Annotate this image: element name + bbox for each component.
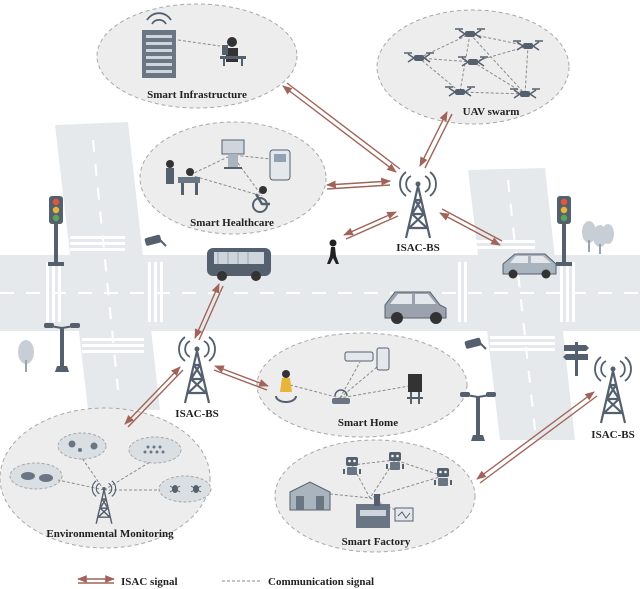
surveillance-camera-icon — [463, 336, 487, 351]
rain-zone — [128, 436, 182, 464]
cloud-icon — [21, 472, 53, 482]
isac-arrow — [124, 366, 184, 428]
isac-arrow — [419, 111, 453, 169]
smart-infrastructure-label: Smart Infrastructure — [147, 89, 247, 101]
building-icon — [142, 12, 176, 78]
virus-zone — [57, 432, 107, 460]
uav-swarm-group: UAV swarm — [403, 28, 544, 118]
isac-bs-left-icon — [177, 335, 217, 405]
smart-home-label: Smart Home — [338, 417, 398, 429]
car-icon — [502, 253, 557, 279]
router-icon — [332, 389, 350, 404]
isac-bs-right-icon — [593, 355, 633, 425]
warehouse-icon — [289, 481, 331, 511]
smart-healthcare-label: Smart Healthcare — [190, 217, 274, 229]
pedestrian-icon — [327, 239, 339, 264]
isac-arrow — [476, 391, 598, 484]
environmental-monitoring-label: Environmental Monitoring — [46, 528, 174, 540]
monitor-icon — [394, 507, 414, 522]
smart-factory-label: Smart Factory — [342, 536, 411, 548]
legend-isac-swatch — [77, 575, 115, 584]
legend: ISAC signal Communication signal — [77, 575, 374, 588]
isac-arrow — [326, 177, 391, 190]
isac-arrow — [343, 211, 399, 240]
smart-infrastructure-group: Smart Infrastructure — [142, 12, 247, 101]
person-icon — [275, 370, 297, 403]
bus-icon — [207, 248, 271, 281]
factory-machine-icon — [356, 494, 390, 528]
isac-bs-center-label: ISAC-BS — [396, 242, 439, 254]
medical-monitor-icon — [269, 149, 291, 181]
isac-signal-arrows — [124, 82, 598, 484]
environmental-monitoring-group: Environmental Monitoring — [9, 432, 212, 540]
uav-swarm-label: UAV swarm — [463, 106, 520, 118]
street-lamp-icon — [459, 391, 497, 442]
isac-bs-left-label: ISAC-BS — [175, 408, 218, 420]
air-conditioner-icon — [344, 351, 374, 362]
isac-arrow — [213, 365, 269, 391]
suv-icon — [384, 291, 447, 324]
legend-isac-label: ISAC signal — [121, 576, 178, 588]
cloud-zone — [9, 462, 63, 490]
tree-icon — [18, 340, 34, 372]
isac-bs-right-label: ISAC-BS — [591, 429, 634, 441]
smart-factory-group: Smart Factory — [289, 451, 452, 548]
tv-icon — [407, 374, 423, 404]
isac-arrow — [439, 208, 503, 246]
isac-bs-center-icon — [398, 170, 438, 240]
smart-panel-icon — [376, 347, 390, 371]
isac-arrow — [282, 82, 401, 173]
direction-sign-icon — [563, 342, 589, 376]
smart-home-group: Smart Home — [275, 347, 423, 429]
isac-arrow — [194, 283, 224, 341]
medical-bed-icon — [221, 139, 245, 169]
patient-doctor-icon — [166, 160, 200, 195]
operator-desk-icon — [220, 37, 246, 66]
rain-icon — [143, 445, 165, 454]
wheelchair-icon — [252, 186, 270, 213]
virus-icon — [68, 440, 98, 452]
trees-icon — [582, 221, 614, 254]
legend-comm-label: Communication signal — [268, 576, 374, 588]
insect-zone — [158, 475, 212, 503]
insect-icon — [169, 485, 202, 493]
surveillance-camera-icon — [143, 233, 167, 248]
